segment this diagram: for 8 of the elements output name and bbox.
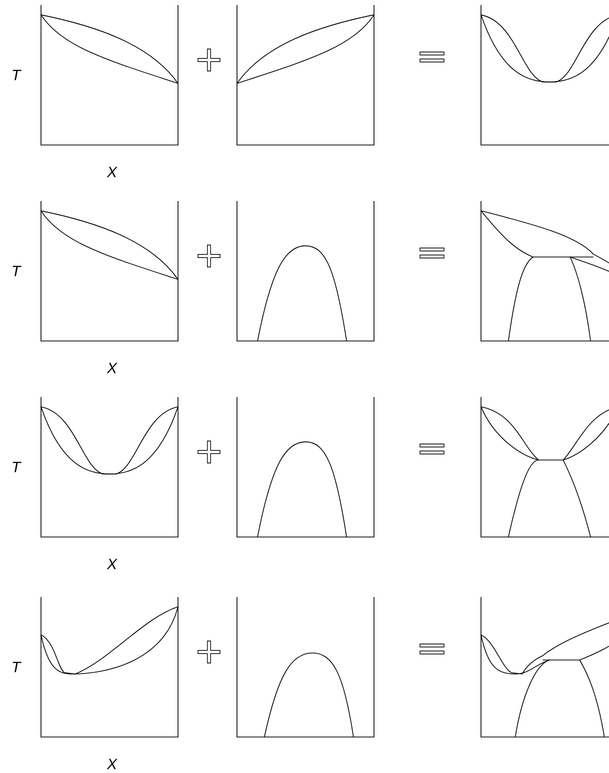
- axis-label: T: [12, 70, 22, 80]
- axis-label: X: [106, 758, 118, 770]
- axis-label: X: [106, 362, 118, 374]
- axis-label: T: [12, 266, 22, 276]
- axis-label: T: [12, 462, 22, 472]
- axis-label: X: [106, 558, 118, 570]
- axis-label: X: [106, 166, 118, 178]
- axis-label: T: [12, 662, 22, 672]
